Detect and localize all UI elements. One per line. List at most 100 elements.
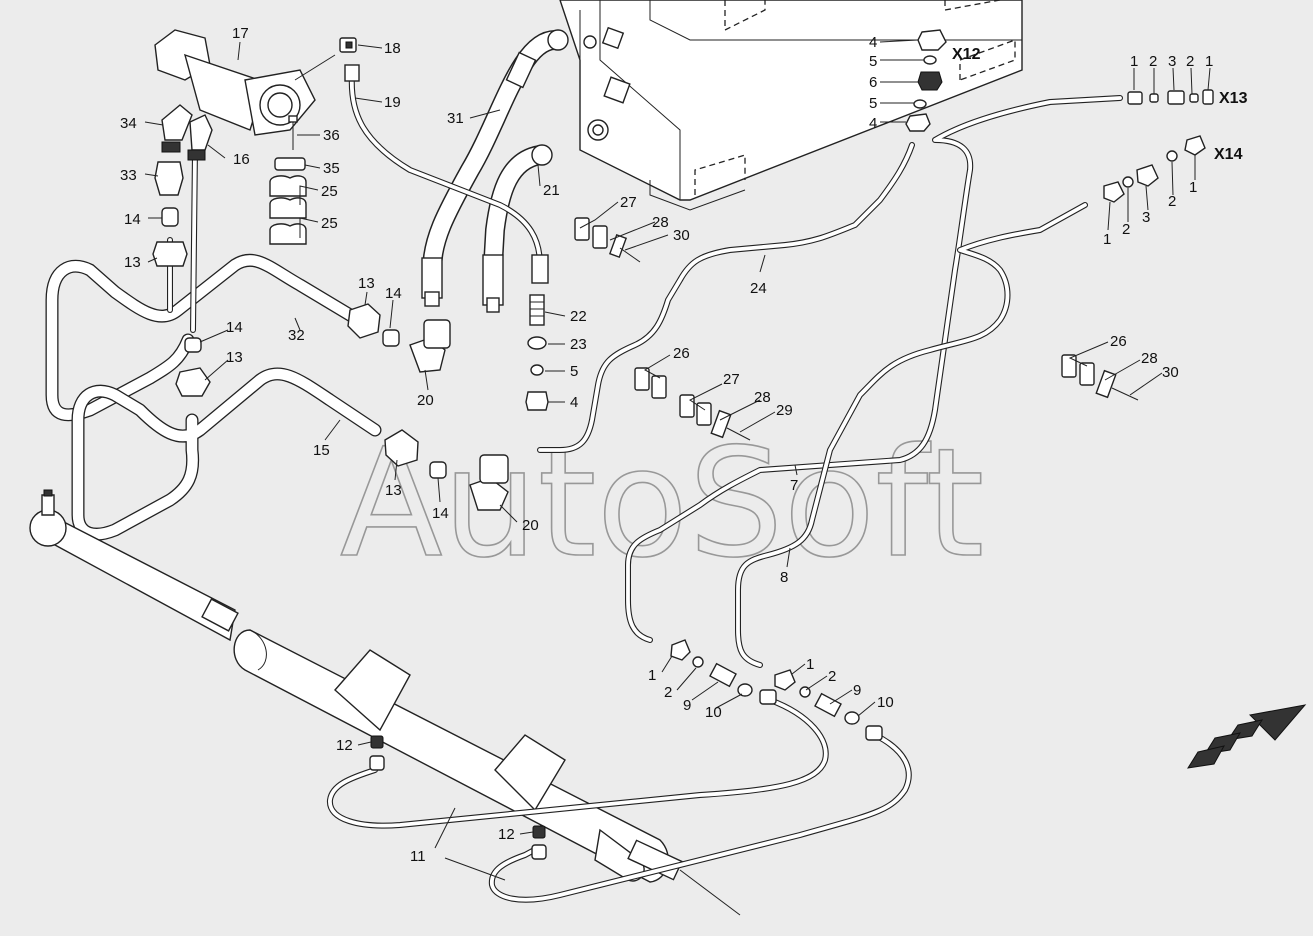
- pipe-15: [71, 367, 382, 541]
- clamp-27-upper: [574, 217, 641, 263]
- callout-30-a: 30: [673, 227, 690, 244]
- clamp-26-right: [1061, 354, 1139, 401]
- callout-10-b: 10: [877, 694, 894, 711]
- callout-6: 6: [869, 74, 877, 91]
- callout-27-b: 27: [723, 371, 740, 388]
- fittings-mid-left: [175, 337, 211, 397]
- hose-21: [482, 144, 553, 313]
- callout-2-a: 2: [1149, 53, 1157, 70]
- elbow-34: [161, 104, 193, 153]
- callout-3-b: 3: [1142, 209, 1150, 226]
- x13-fittings: [1127, 89, 1214, 105]
- fittings-12: [369, 735, 547, 860]
- fittings-bottom: [670, 639, 883, 741]
- callout-14-a: 14: [124, 211, 141, 228]
- callout-28-b: 28: [754, 389, 771, 406]
- callout-2-e: 2: [664, 684, 672, 701]
- callout-15: 15: [313, 442, 330, 459]
- direction-arrow-icon: [1186, 704, 1307, 769]
- watermark-text: AutoSoft: [340, 417, 984, 591]
- fittings-lower: [384, 429, 509, 511]
- callout-22: 22: [570, 308, 587, 325]
- section-label-x13: X13: [1219, 90, 1248, 107]
- callout-8: 8: [780, 569, 788, 586]
- callout-labels: 17 18 19 31 34 16 36 35 25 25 33 14 13 2…: [120, 25, 1213, 865]
- callout-13-b: 13: [358, 275, 375, 292]
- section-label-x12: X12: [952, 46, 981, 63]
- callout-20-a: 20: [417, 392, 434, 409]
- callout-1-c: 1: [1103, 231, 1111, 248]
- callout-4-b: 4: [869, 34, 877, 51]
- callout-30-b: 30: [1162, 364, 1179, 381]
- callout-24: 24: [750, 280, 767, 297]
- callout-33: 33: [120, 167, 137, 184]
- callout-13-d: 13: [385, 482, 402, 499]
- pipe-32: [45, 253, 362, 422]
- callout-2-c: 2: [1122, 221, 1130, 238]
- pipe-7: [625, 95, 1123, 643]
- callout-17: 17: [232, 25, 249, 42]
- callout-5-a: 5: [570, 363, 578, 380]
- pump-17: [154, 29, 336, 136]
- machine-frame: [559, 0, 1023, 211]
- callout-9-a: 9: [683, 697, 691, 714]
- callout-19: 19: [384, 94, 401, 111]
- callout-14-d: 14: [432, 505, 449, 522]
- callout-7: 7: [790, 477, 798, 494]
- callout-1-e: 1: [648, 667, 656, 684]
- callout-23: 23: [570, 336, 587, 353]
- callout-13-a: 13: [124, 254, 141, 271]
- callout-21: 21: [543, 182, 560, 199]
- callout-1-f: 1: [806, 656, 814, 673]
- callout-35: 35: [323, 160, 340, 177]
- fittings-upper: [347, 303, 451, 373]
- callout-12-b: 12: [498, 826, 515, 843]
- callout-26-a: 26: [673, 345, 690, 362]
- callout-14-b: 14: [385, 285, 402, 302]
- callout-1-a: 1: [1130, 53, 1138, 70]
- callout-9-b: 9: [853, 682, 861, 699]
- callout-25-b: 25: [321, 215, 338, 232]
- callout-4-c: 4: [869, 115, 877, 132]
- callout-34: 34: [120, 115, 137, 132]
- callout-20-b: 20: [522, 517, 539, 534]
- fitting-18: [339, 37, 357, 53]
- callout-28-a: 28: [652, 214, 669, 231]
- steering-cylinder: [29, 489, 741, 916]
- callout-26-b: 26: [1110, 333, 1127, 350]
- fittings-column: [525, 294, 549, 411]
- callout-2-f: 2: [828, 668, 836, 685]
- section-labels: X12 X13 X14: [952, 46, 1248, 163]
- callout-1-b: 1: [1205, 53, 1213, 70]
- hose-19: [344, 64, 549, 284]
- callout-18: 18: [384, 40, 401, 57]
- hose-31: [421, 29, 569, 307]
- callout-2-d: 2: [1168, 193, 1176, 210]
- callout-29: 29: [776, 402, 793, 419]
- callout-32: 32: [288, 327, 305, 344]
- elbow-16: [187, 114, 213, 161]
- callout-31: 31: [447, 110, 464, 127]
- callout-3-a: 3: [1168, 53, 1176, 70]
- callout-5-c: 5: [869, 95, 877, 112]
- stack-left: [152, 161, 188, 267]
- callout-27-a: 27: [620, 194, 637, 211]
- callout-16: 16: [233, 151, 250, 168]
- callout-28-c: 28: [1141, 350, 1158, 367]
- callout-11: 11: [410, 848, 426, 865]
- callout-1-d: 1: [1189, 179, 1197, 196]
- pipe-24: [537, 142, 915, 453]
- pipe-8: [735, 202, 1088, 668]
- callout-4-a: 4: [570, 394, 578, 411]
- x14-fittings: [1103, 135, 1206, 203]
- leader-lines: [144, 39, 1211, 881]
- section-label-x14: X14: [1214, 146, 1243, 163]
- callout-12-a: 12: [336, 737, 353, 754]
- clamp-parts: [269, 115, 307, 245]
- callout-14-c: 14: [226, 319, 243, 336]
- callout-25-a: 25: [321, 183, 338, 200]
- callout-13-c: 13: [226, 349, 243, 366]
- callout-5-b: 5: [869, 53, 877, 70]
